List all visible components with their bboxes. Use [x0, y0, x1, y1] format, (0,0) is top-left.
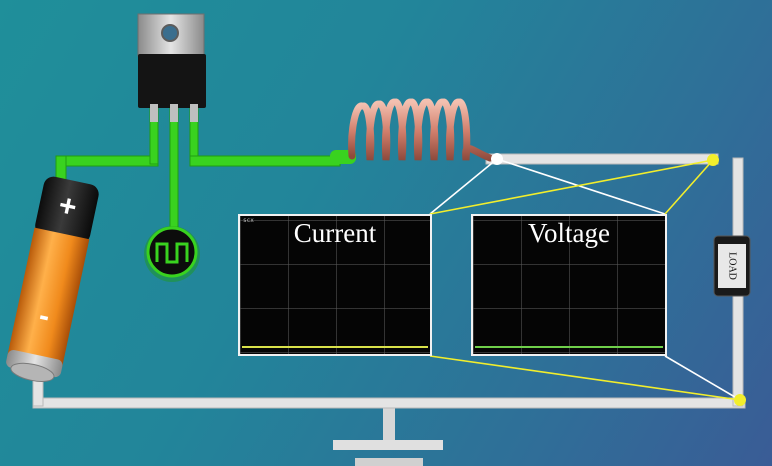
voltage-scope: Voltage: [471, 214, 667, 356]
current-scope-label: Current: [293, 218, 377, 248]
probe-node-bottom: [734, 394, 746, 406]
probe-wires: [429, 158, 741, 401]
inductor-coil: [330, 98, 494, 164]
load-label: LOAD: [727, 252, 738, 280]
ground-symbol: [333, 404, 443, 466]
voltage-scope-label: Voltage: [528, 218, 610, 248]
probe-node-top: [707, 154, 719, 166]
probe-node-white: [491, 153, 503, 165]
current-trace: [242, 346, 428, 348]
transistor: [137, 13, 206, 122]
square-wave-icon: [144, 226, 200, 282]
current-scope: scx Current: [238, 214, 432, 356]
voltage-trace: [475, 346, 663, 348]
scope-corner-text: scx: [243, 217, 254, 224]
load-resistor: LOAD: [713, 235, 751, 297]
scope-grid: [473, 216, 665, 354]
battery: + -: [6, 176, 99, 382]
scope-grid: [240, 216, 430, 354]
